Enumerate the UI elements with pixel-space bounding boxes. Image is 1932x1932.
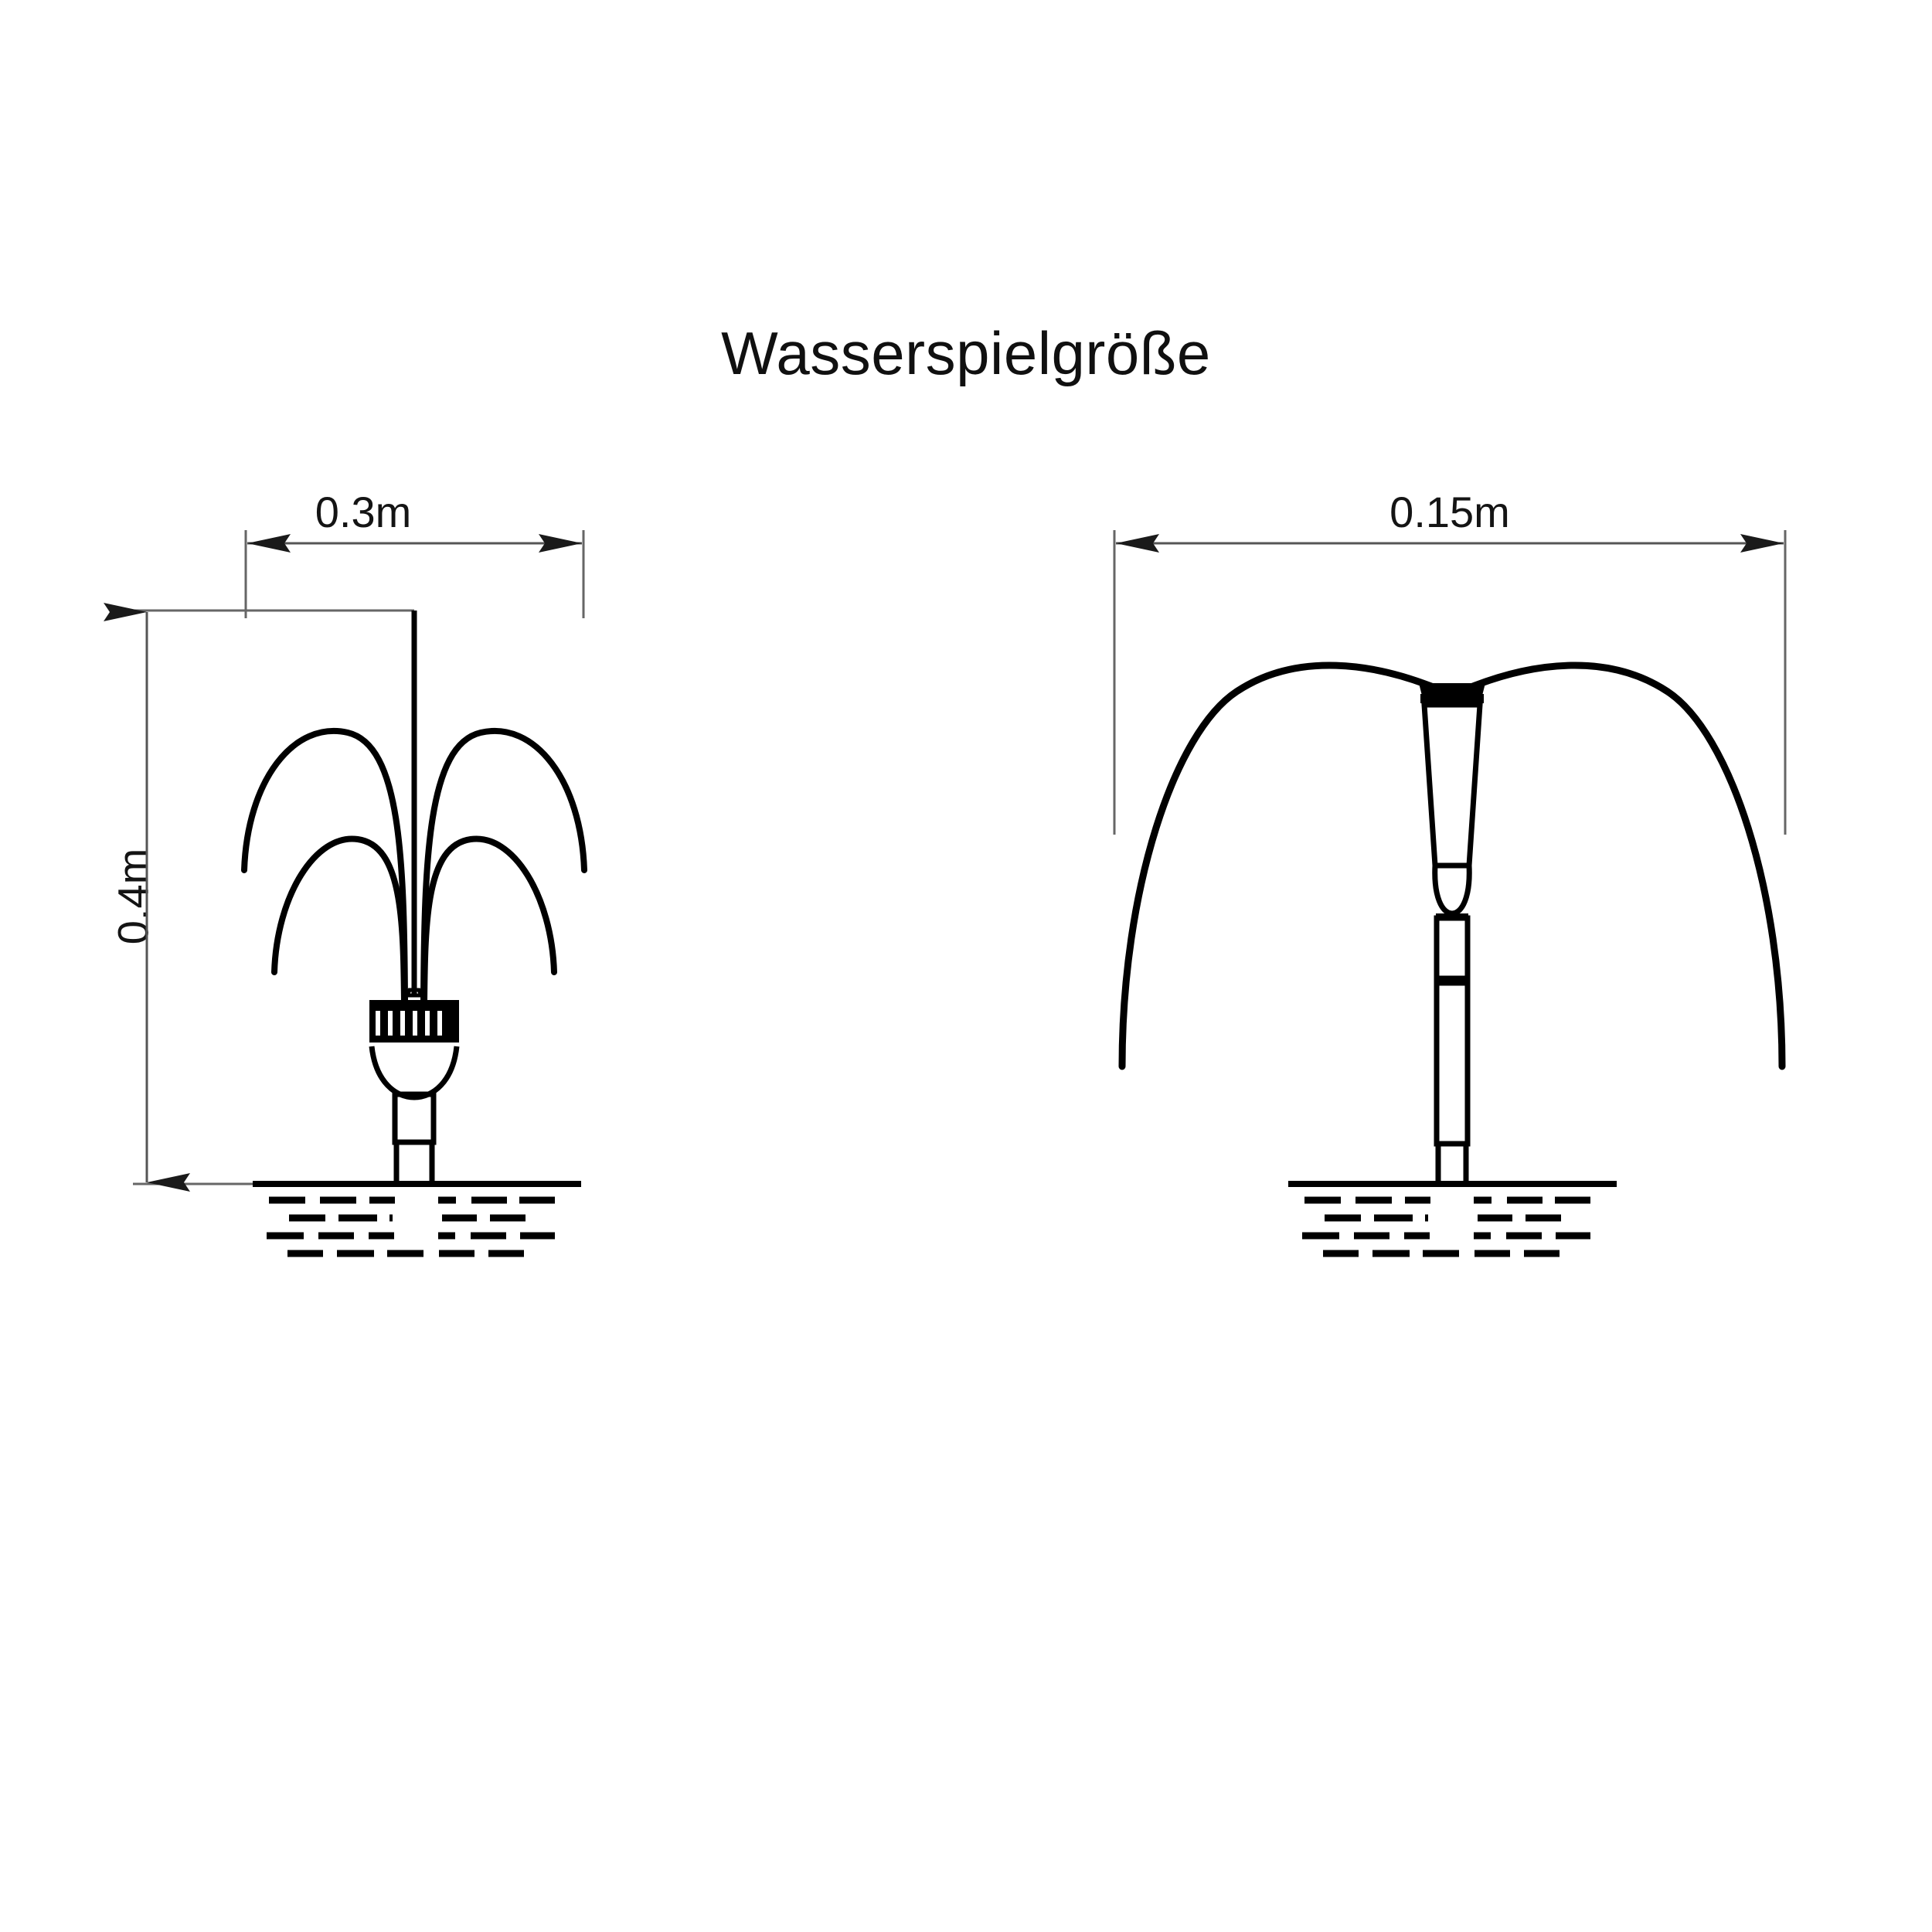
left-width-extension-lines [244, 530, 585, 618]
left-inner-arc-left [271, 835, 407, 1006]
right-arc-left [1118, 662, 1435, 1070]
left-nozzle-stem [392, 1091, 437, 1184]
left-height-extension-lines [133, 609, 263, 1185]
dimension-label-right-width: 0.15m [1389, 488, 1510, 536]
left-outer-arc-right [420, 728, 587, 1005]
right-width-extension-lines [1113, 530, 1787, 835]
left-nozzle-head [369, 988, 460, 1100]
right-arc-right [1469, 662, 1786, 1070]
right-water-hatching [1302, 1196, 1590, 1257]
left-fountain-diagram [104, 530, 587, 1257]
right-nozzle-stem [1434, 915, 1471, 1184]
dimension-label-left-width: 0.3m [315, 488, 412, 536]
left-water-hatching [267, 1196, 555, 1257]
page-title: Wasserspielgröße [721, 319, 1211, 387]
left-inner-arc-right [421, 835, 557, 1006]
left-outer-arc-left [241, 728, 408, 1005]
right-nozzle-head [1419, 683, 1485, 918]
right-fountain-diagram [1113, 530, 1787, 1257]
